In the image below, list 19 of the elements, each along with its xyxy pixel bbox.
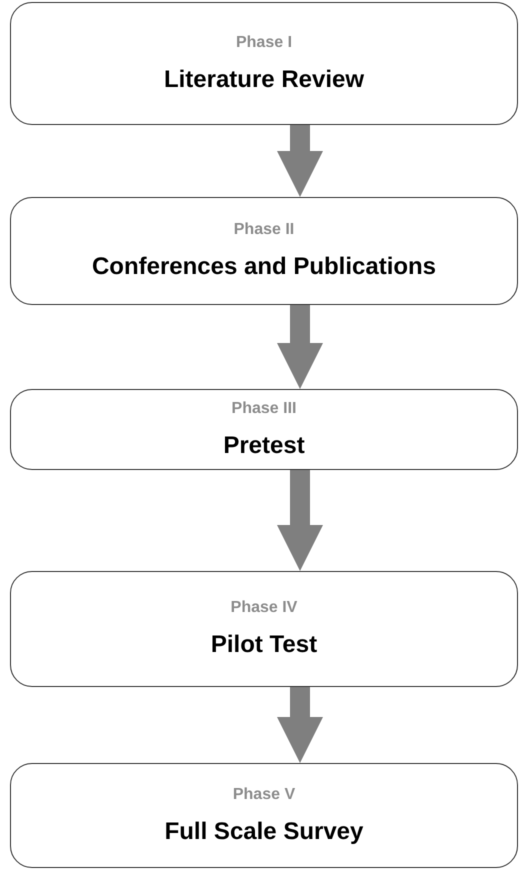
arrow [277,687,323,763]
phase-box [10,571,518,687]
arrow [277,125,323,197]
phase-title: Conferences and Publications [92,253,436,281]
phase-title: Pretest [223,432,305,460]
phase-box [10,389,518,470]
arrow [277,470,323,571]
phase-number: Phase IV [230,599,298,617]
phase-box [10,2,518,125]
phase-number: Phase III [232,400,296,418]
phase-box [10,197,518,305]
phase-number: Phase V [232,786,296,804]
arrow [277,305,323,389]
phase-number: Phase II [234,221,294,239]
phase-title: Literature Review [164,66,364,94]
phase-title: Pilot Test [210,631,318,659]
phase-title: Full Scale Survey [164,818,364,846]
phase-number: Phase I [236,34,292,52]
phase-box [10,763,518,868]
